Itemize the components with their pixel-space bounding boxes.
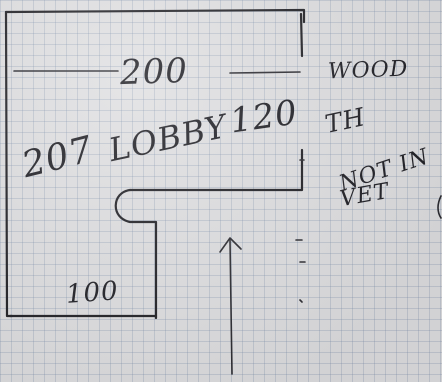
tick-mark <box>299 299 303 303</box>
notch-curve <box>114 188 158 320</box>
dimension-label-bottom: 100 <box>65 276 120 310</box>
top-wall <box>4 8 306 24</box>
dimension-line-right <box>229 71 301 74</box>
dimension-label-right: 120 <box>227 92 301 142</box>
note-line-1: WOOD <box>327 56 409 85</box>
right-wall-lower <box>128 148 304 192</box>
right-wall-upper <box>299 12 304 58</box>
entrance-arrow <box>229 239 233 375</box>
stray-pen-mark <box>437 195 442 219</box>
outer-wall <box>4 10 14 318</box>
dimension-label-top: 200 <box>119 50 189 94</box>
arrow-head-icon <box>219 237 242 253</box>
